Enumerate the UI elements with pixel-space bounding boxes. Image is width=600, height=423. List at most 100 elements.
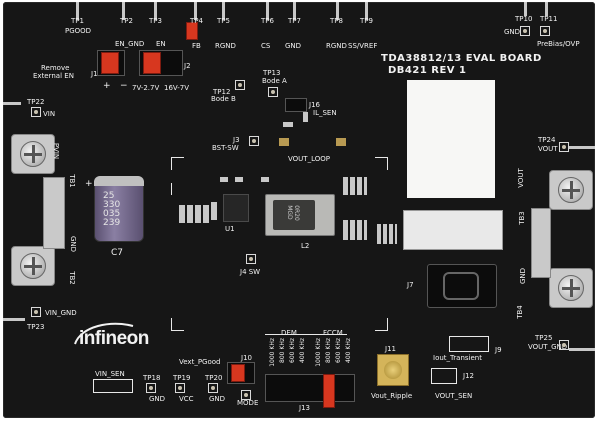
j13-header xyxy=(265,374,355,402)
tp19-label: VCC xyxy=(179,395,194,403)
j13-jumper-cap[interactable] xyxy=(323,374,335,408)
outline-corner-tl xyxy=(171,157,184,170)
tp10-pin xyxy=(524,2,527,16)
tb1-label: TB1 xyxy=(67,174,76,188)
tb1-terminal xyxy=(11,134,55,174)
gnd-out-label: GND xyxy=(519,267,528,285)
frequency-label: 800 KHz xyxy=(279,338,286,363)
iout-transient-label: Iout_Transient xyxy=(433,354,482,362)
outline-edge-l xyxy=(171,183,184,195)
smd-res-1 xyxy=(220,177,228,182)
tp3-pin xyxy=(154,2,157,20)
tp20-id: TP20 xyxy=(205,374,223,382)
dem-label: DEM xyxy=(281,329,297,337)
tb3-terminal xyxy=(549,170,593,210)
c7-top xyxy=(94,176,144,186)
tb4-label: TB4 xyxy=(515,305,524,319)
vout-ripple-label: Vout_Ripple xyxy=(371,392,413,400)
output-terminal-block xyxy=(531,208,551,278)
tp10-id: TP10 xyxy=(515,15,533,23)
tp9-pin xyxy=(365,2,368,20)
smd-cap-4 xyxy=(203,205,209,223)
tp6-id: TP6 xyxy=(261,17,274,25)
tp8-id: TP8 xyxy=(330,17,343,25)
board-revision: DB421 REV 1 xyxy=(388,65,467,76)
tp4-id: TP4 xyxy=(190,17,203,25)
tp12-label: Bode B xyxy=(211,95,236,103)
j2-jumper-cap[interactable] xyxy=(143,52,161,74)
vout-loop-pad-left xyxy=(279,138,289,146)
external-en-label: External EN xyxy=(33,72,74,80)
tp11-pad xyxy=(540,26,550,36)
smd-res-3 xyxy=(261,177,269,182)
tp3-id: TP3 xyxy=(149,17,162,25)
outline-corner-br xyxy=(375,318,388,331)
tp18-id: TP18 xyxy=(143,374,161,382)
tp25-label: VOUT_GND xyxy=(528,343,568,351)
tp8-label: RGND xyxy=(326,42,347,50)
l2-marking: 0R20 MGD xyxy=(285,205,300,221)
j2-label: J2 xyxy=(184,62,191,70)
tp20-pad xyxy=(208,383,218,393)
frequency-label: 600 KHz xyxy=(289,338,296,363)
j11-sma-connector[interactable] xyxy=(384,361,402,379)
tb1-screw xyxy=(20,141,46,167)
mode-group-line xyxy=(265,334,347,335)
j4-label: J4 SW xyxy=(240,268,261,276)
l2-inductor-core xyxy=(273,200,315,230)
output-cap-bank-3 xyxy=(377,224,397,244)
tp24-pin xyxy=(569,146,595,149)
tp2-pin xyxy=(122,2,125,20)
board-title: TDA38812/13 EVAL BOARD xyxy=(381,53,542,64)
tp11-pin xyxy=(545,2,548,16)
connector-pad-area xyxy=(403,210,503,250)
mode-label: MODE xyxy=(237,399,259,407)
il-sen-label: IL_SEN xyxy=(313,109,337,117)
tb2-screw xyxy=(20,253,46,279)
tp1-label: PGOOD xyxy=(65,27,92,35)
j9-outline xyxy=(449,336,489,352)
c7-label: C7 xyxy=(111,248,124,258)
tp4-label: FB xyxy=(192,42,201,50)
j12-outline xyxy=(431,368,457,384)
j7-label: J7 xyxy=(407,281,414,289)
infineon-logo: infineon xyxy=(71,322,165,352)
frequency-label: 800 KHz xyxy=(325,338,332,363)
vout-loop-pad-right xyxy=(336,138,346,146)
c7-marking: 25 330 035 239 xyxy=(103,191,121,228)
c7-capacitor xyxy=(94,176,144,242)
tp12-pad xyxy=(235,80,245,90)
tp25-id: TP25 xyxy=(535,334,553,342)
tb4-screw xyxy=(558,275,584,301)
smd-cap-1 xyxy=(179,205,185,223)
vout-sen-label: VOUT_SEN xyxy=(435,392,473,400)
tp13-id: TP13 xyxy=(263,69,281,77)
j1-plus-sign: + xyxy=(103,81,111,91)
tp7-label: GND xyxy=(285,42,302,50)
j3-label: J3 xyxy=(233,136,240,144)
tb3-screw xyxy=(558,177,584,203)
tp23-label: VIN_GND xyxy=(45,309,77,317)
j12-label: J12 xyxy=(463,372,474,380)
tp24-id: TP24 xyxy=(538,136,556,144)
bst-sw-label: BST-SW xyxy=(212,144,239,152)
c7-polarity-plus: + xyxy=(85,179,93,189)
vout-terminal-label: VOUT xyxy=(516,168,525,188)
j1-jumper-cap[interactable] xyxy=(101,52,119,74)
tp5-pin xyxy=(222,2,225,20)
logo-text: infineon xyxy=(79,328,149,349)
tp22-pad xyxy=(31,107,41,117)
tp22-pin xyxy=(3,102,21,105)
j4-pad xyxy=(246,254,256,264)
tp10-label: GND xyxy=(504,28,521,36)
frequency-label: 1000 KHz xyxy=(315,338,322,367)
tp6-label: CS xyxy=(261,42,271,50)
j10-jumper-cap[interactable] xyxy=(231,364,245,382)
outline-corner-tr xyxy=(375,157,388,170)
infineon-logo-swoosh xyxy=(74,322,134,345)
tp7-id: TP7 xyxy=(288,17,301,25)
tp4-pin xyxy=(194,2,197,20)
vout-loop-label: VOUT_LOOP xyxy=(288,155,330,163)
tp18-label: GND xyxy=(149,395,166,403)
u1-label: U1 xyxy=(225,225,235,233)
